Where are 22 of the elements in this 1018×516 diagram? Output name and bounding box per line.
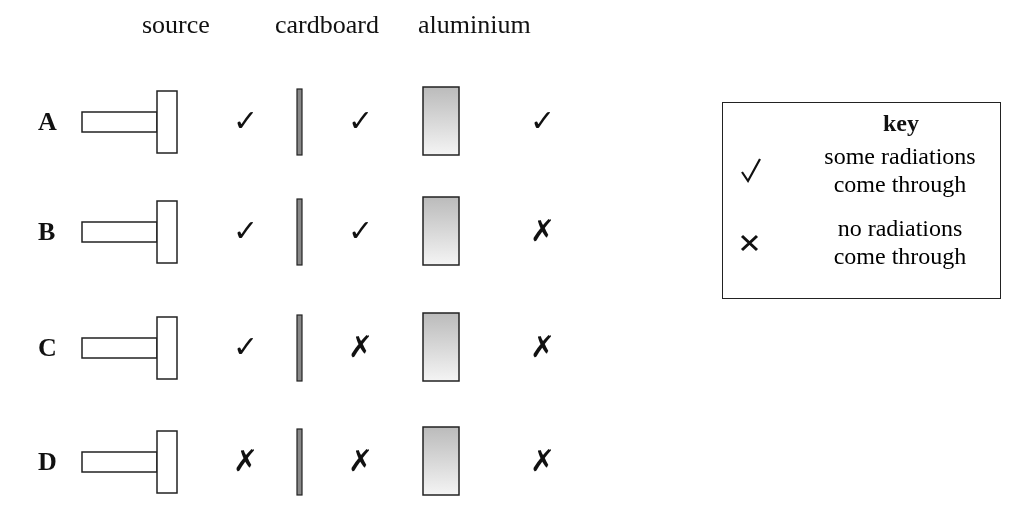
result-mark: ✓: [233, 106, 258, 136]
result-mark: ✗: [530, 216, 555, 246]
result-mark: ✓: [348, 216, 373, 246]
legend-text: some radiations come through: [823, 143, 977, 199]
key-heading: key: [883, 111, 919, 135]
result-mark: ✗: [530, 332, 555, 362]
row-letter: C: [38, 335, 57, 361]
column-heading: cardboard: [275, 12, 379, 38]
result-mark: ✓: [348, 106, 373, 136]
legend-text: no radiations come through: [832, 215, 968, 271]
column-heading: aluminium: [418, 12, 531, 38]
row-letter: D: [38, 449, 57, 475]
result-mark: ✗: [348, 446, 373, 476]
column-heading: source: [142, 12, 210, 38]
result-mark: ✓: [233, 332, 258, 362]
result-mark: ✗: [348, 332, 373, 362]
result-mark: ✓: [233, 216, 258, 246]
result-mark: ✗: [530, 446, 555, 476]
result-mark: ✗: [233, 446, 258, 476]
result-mark: ✓: [530, 106, 555, 136]
row-letter: B: [38, 219, 56, 245]
row-letter: A: [38, 109, 57, 135]
